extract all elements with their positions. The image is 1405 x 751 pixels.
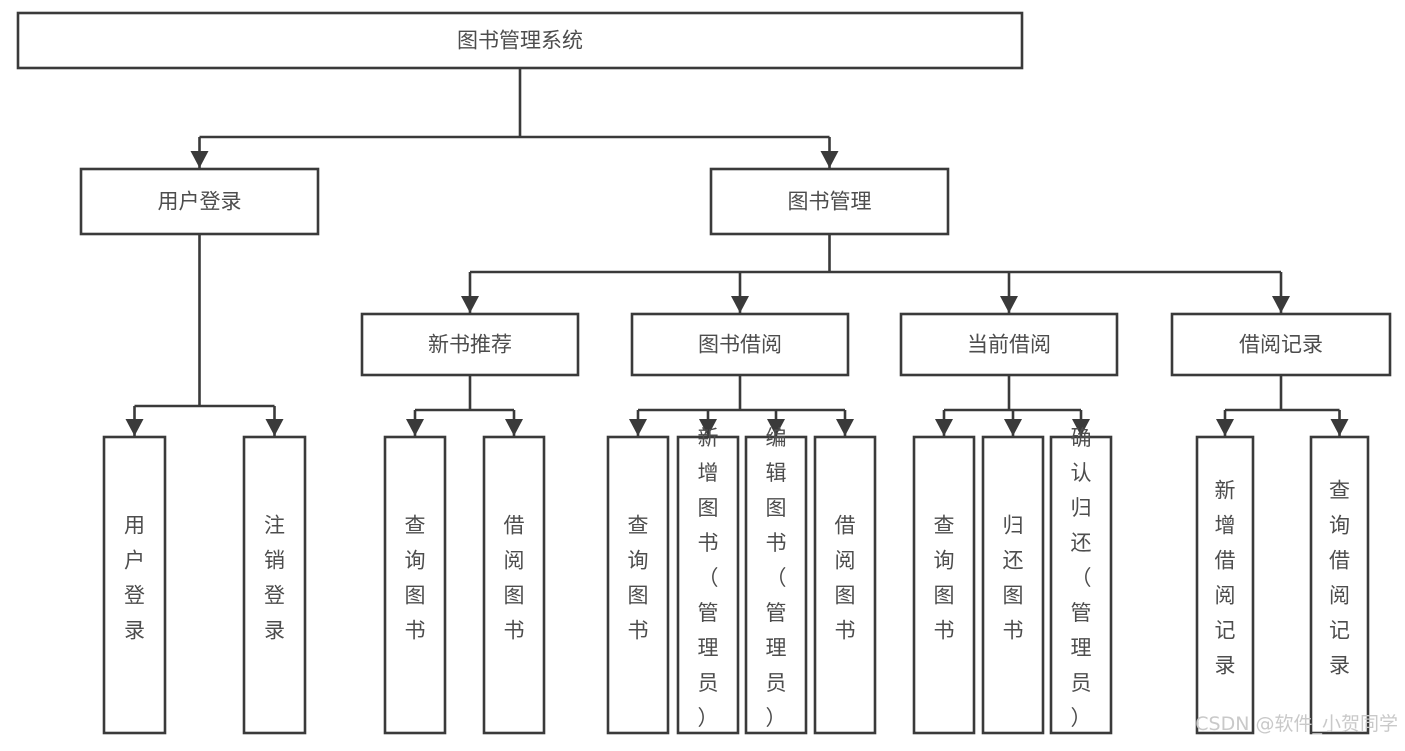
leaf-node-10[interactable]: 确认归还（管理员）: [1049, 426, 1113, 735]
leaf-node-12-label: 查询借阅记录: [1329, 479, 1350, 678]
level3-node-2-rect[interactable]: [899, 312, 1119, 377]
arrow-head-icon: [767, 419, 785, 436]
arrow-head-icon: [1272, 296, 1290, 313]
level2-node-0[interactable]: 用户登录: [79, 167, 320, 236]
level3-node-1-rect[interactable]: [630, 312, 850, 377]
arrow-head-icon: [461, 296, 479, 313]
level3-node-3[interactable]: 借阅记录: [1170, 312, 1392, 377]
leaf-node-9-label: 归还图书: [1003, 514, 1024, 643]
leaf-node-8-label: 查询图书: [934, 514, 955, 643]
leaf-node-3-label: 借阅图书: [504, 514, 525, 643]
leaf-node-1-label: 注销登录: [264, 514, 285, 643]
root-node[interactable]: 图书管理系统: [16, 11, 1024, 70]
arrow-head-icon: [1072, 419, 1090, 436]
leaf-node-2-rect[interactable]: [383, 435, 447, 735]
level3-node-2-label: 当前借阅: [967, 333, 1051, 357]
leaf-node-0-label: 用户登录: [124, 514, 145, 643]
level3-node-0-label: 新书推荐: [428, 333, 512, 357]
edges-book-borrow: [629, 375, 854, 436]
leaf-node-1-rect[interactable]: [242, 435, 307, 735]
edges-new-book: [406, 375, 523, 436]
edges-user-login: [125, 234, 284, 436]
leaf-node-5[interactable]: 新增图书（管理员）: [676, 426, 740, 735]
level2-node-0-rect[interactable]: [79, 167, 320, 236]
arrow-head-icon: [190, 151, 209, 168]
leaf-node-2-label: 查询图书: [405, 514, 426, 643]
arrow-head-icon: [1216, 419, 1234, 436]
root-node-rect[interactable]: [16, 11, 1024, 70]
leaf-node-9-rect[interactable]: [981, 435, 1045, 735]
leaf-node-10-label: 确认归还（管理员）: [1071, 426, 1092, 730]
leaf-node-6-rect[interactable]: [744, 435, 808, 735]
arrow-head-icon: [731, 296, 749, 313]
leaf-node-9[interactable]: 归还图书: [981, 435, 1045, 735]
leaf-node-5-label: 新增图书（管理员）: [698, 426, 719, 730]
leaf-node-8-rect[interactable]: [912, 435, 976, 735]
arrow-head-icon: [1000, 296, 1018, 313]
arrow-head-icon: [406, 419, 424, 436]
leaf-node-8[interactable]: 查询图书: [912, 435, 976, 735]
arrow-head-icon: [820, 151, 839, 168]
leaf-node-4[interactable]: 查询图书: [606, 435, 670, 735]
leaf-node-0-rect[interactable]: [102, 435, 167, 735]
edges-book-management: [461, 234, 1290, 313]
leaf-node-3[interactable]: 借阅图书: [482, 435, 546, 735]
leaf-node-7-label: 借阅图书: [835, 514, 856, 643]
connector-layer: [125, 68, 1349, 436]
arrow-head-icon: [1004, 419, 1022, 436]
leaf-node-11-label: 新增借阅记录: [1215, 479, 1236, 678]
level2-node-1[interactable]: 图书管理: [709, 167, 950, 236]
level3-node-1[interactable]: 图书借阅: [630, 312, 850, 377]
level2-node-0-label: 用户登录: [158, 190, 242, 214]
leaf-node-5-rect[interactable]: [676, 435, 740, 735]
arrow-head-icon: [699, 419, 717, 436]
leaf-node-11-rect[interactable]: [1195, 435, 1255, 735]
arrow-head-icon: [505, 419, 523, 436]
edges-current-borrow: [935, 375, 1090, 436]
leaf-node-6-label: 编辑图书（管理员）: [766, 426, 787, 730]
leaf-node-4-label: 查询图书: [628, 514, 649, 643]
leaf-node-4-rect[interactable]: [606, 435, 670, 735]
csdn-watermark: CSDN @软件_小贺同学: [1195, 713, 1398, 735]
leaf-node-7-rect[interactable]: [813, 435, 877, 735]
root-node-label: 图书管理系统: [457, 29, 583, 53]
leaf-node-12-rect[interactable]: [1309, 435, 1370, 735]
level3-node-1-label: 图书借阅: [698, 333, 782, 357]
leaf-node-7[interactable]: 借阅图书: [813, 435, 877, 735]
level3-node-0[interactable]: 新书推荐: [360, 312, 580, 377]
level3-node-3-label: 借阅记录: [1239, 333, 1323, 357]
level3-node-0-rect[interactable]: [360, 312, 580, 377]
leaf-node-6[interactable]: 编辑图书（管理员）: [744, 426, 808, 735]
leaf-node-12[interactable]: 查询借阅记录: [1309, 435, 1370, 735]
arrow-head-icon: [629, 419, 647, 436]
edges-borrow-record: [1216, 375, 1349, 436]
arrow-head-icon: [1330, 419, 1349, 436]
leaf-node-1[interactable]: 注销登录: [242, 435, 307, 735]
level2-node-1-rect[interactable]: [709, 167, 950, 236]
arrow-head-icon: [836, 419, 854, 436]
level3-node-2[interactable]: 当前借阅: [899, 312, 1119, 377]
leaf-node-2[interactable]: 查询图书: [383, 435, 447, 735]
edges-root: [190, 68, 839, 168]
arrow-head-icon: [265, 419, 284, 436]
level2-node-1-label: 图书管理: [788, 190, 872, 214]
level3-node-3-rect[interactable]: [1170, 312, 1392, 377]
arrow-head-icon: [125, 419, 144, 436]
arrow-head-icon: [935, 419, 953, 436]
leaf-node-10-rect[interactable]: [1049, 435, 1113, 735]
leaf-node-11[interactable]: 新增借阅记录: [1195, 435, 1255, 735]
node-layer: 图书管理系统用户登录图书管理新书推荐图书借阅当前借阅借阅记录用户登录注销登录查询…: [16, 11, 1392, 735]
leaf-node-3-rect[interactable]: [482, 435, 546, 735]
leaf-node-0[interactable]: 用户登录: [102, 435, 167, 735]
